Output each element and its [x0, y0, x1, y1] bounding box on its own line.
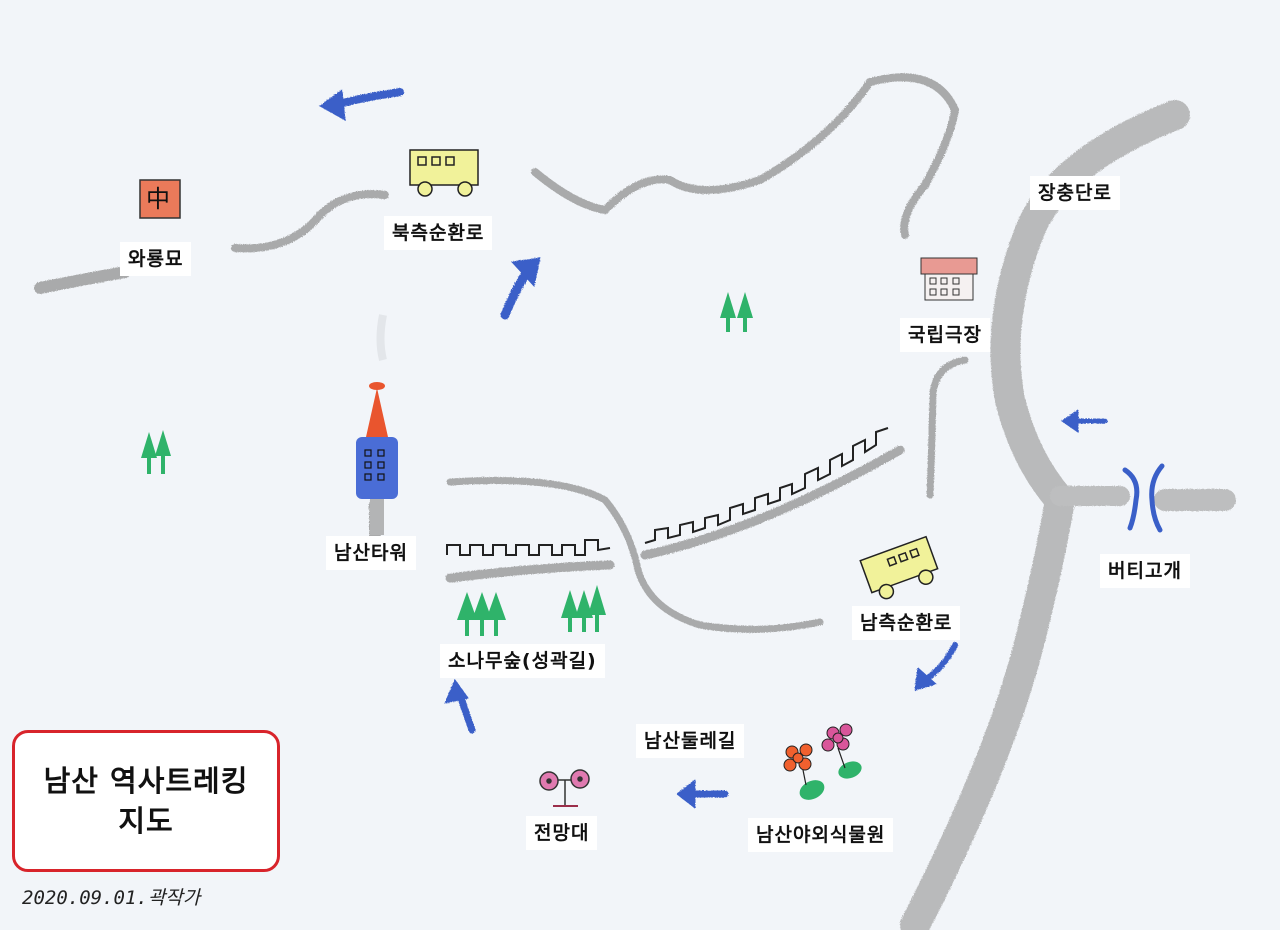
flower-orange: [783, 743, 813, 772]
road-theater-access: [926, 356, 969, 499]
label-pine-forest[interactable]: 소나무숲(성곽길): [440, 644, 605, 678]
label-north-loop[interactable]: 북측순환로: [384, 216, 493, 250]
road-north-loop: [531, 73, 960, 239]
arrow-west-jangchung: [1061, 409, 1108, 433]
arrow-southwest: [914, 642, 958, 691]
road-central-upper: [446, 476, 824, 633]
pass-icon: [1122, 463, 1165, 533]
route-arrows: [319, 88, 1108, 810]
chinese-shrine-icon: [139, 179, 181, 219]
road-central-lower: [445, 560, 615, 583]
arrow-north-forest: [444, 678, 476, 734]
trees-west: [141, 430, 171, 474]
map-title-line1: 남산 역사트레킹: [43, 764, 249, 798]
road-fortress-east: [640, 445, 905, 560]
label-south-loop[interactable]: 남측순환로: [852, 606, 961, 640]
label-national-theater[interactable]: 국립극장: [900, 318, 990, 352]
trees-north: [720, 292, 753, 332]
shrine-glyph: 中: [146, 185, 170, 213]
arrow-west-dulle: [676, 778, 729, 810]
label-observatory[interactable]: 전망대: [526, 816, 598, 850]
fortress-wall-west: [446, 539, 611, 556]
building-icon: [920, 257, 978, 301]
bus-icon-north: [409, 149, 479, 197]
map-title-line2: 지도: [118, 804, 174, 838]
label-warongmyo[interactable]: 와룡묘: [120, 242, 192, 276]
map-title-box: 남산 역사트레킹 지도: [12, 730, 280, 872]
road-north-loop-west: [231, 190, 389, 253]
label-namsan-tower[interactable]: 남산타워: [326, 536, 416, 570]
tower-icon: [356, 314, 398, 535]
road-jangchungdan-ro: [900, 100, 1190, 930]
trees-forest-right: [561, 585, 606, 632]
trees-forest-left: [457, 592, 506, 636]
flower-pink: [821, 723, 853, 752]
roads: [34, 73, 1236, 930]
fortress-wall: [446, 427, 889, 556]
label-jangchungdan-ro[interactable]: 장충단로: [1030, 176, 1120, 210]
author-signature: 2020.09.01.곽작가: [22, 887, 201, 909]
label-butigogae[interactable]: 버티고개: [1100, 554, 1190, 588]
road-west: [34, 266, 131, 294]
label-dulle-gil[interactable]: 남산둘레길: [636, 724, 745, 758]
binoculars-icon: [539, 769, 590, 807]
bus-icon-south: [859, 535, 939, 600]
flowers-icon: [783, 723, 862, 800]
pine-trees-icon: [141, 292, 753, 636]
label-botanical-garden[interactable]: 남산야외식물원: [748, 818, 894, 852]
arrow-northeast: [500, 257, 541, 320]
arrow-west-top: [319, 88, 404, 121]
fortress-wall-east: [644, 427, 889, 544]
